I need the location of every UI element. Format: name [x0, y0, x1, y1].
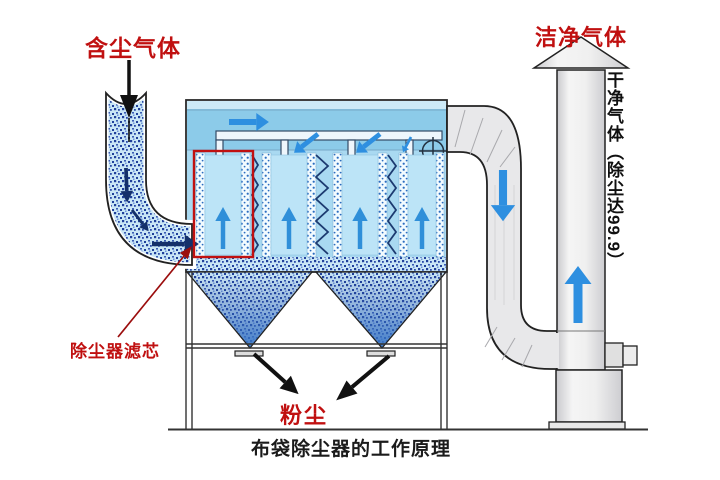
stack-base-plate — [548, 421, 626, 430]
clean-gas-header-pipe — [215, 130, 443, 157]
label-filter-element: 除尘器滤芯 — [70, 342, 160, 361]
hopper-left — [185, 271, 314, 357]
diagram-caption: 布袋除尘器的工作原理 — [251, 439, 452, 460]
hopper-right — [314, 271, 448, 357]
label-stack-note: 干净气体（除尘达99.9） — [604, 71, 623, 271]
stack-base — [555, 369, 623, 423]
label-dusty-gas: 含尘气体 — [85, 35, 181, 61]
inlet-duct — [102, 82, 196, 270]
filter-element-highlight-box — [192, 149, 255, 259]
dusty-gas-arrow-icon — [120, 60, 138, 142]
stack-cap — [531, 36, 631, 69]
outlet-duct — [446, 105, 558, 370]
label-clean-gas: 洁净气体 — [535, 25, 628, 50]
label-dust: 粉尘 — [280, 403, 329, 428]
hopper-outlet-flange — [366, 350, 396, 357]
filter-element-annotation-arrow — [117, 246, 192, 338]
stack-side-fitting-cap — [622, 345, 638, 366]
stack-side-fitting — [604, 342, 624, 368]
hopper-outlet-flange — [234, 350, 264, 357]
filter-bags — [195, 152, 445, 258]
support-frame — [185, 272, 448, 429]
